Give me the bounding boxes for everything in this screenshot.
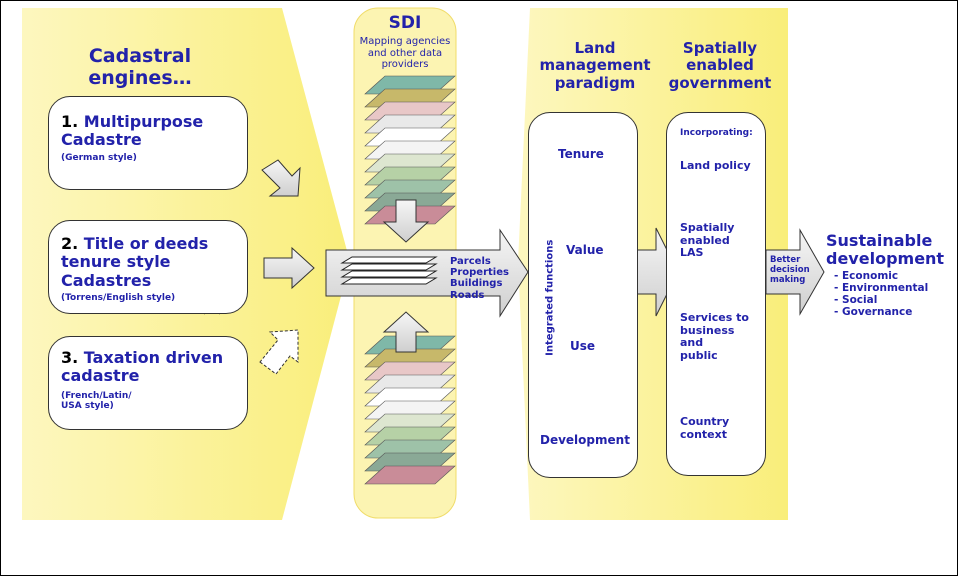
government-box bbox=[666, 112, 766, 476]
engines-title: Cadastral engines… bbox=[88, 45, 192, 89]
decision-label: Better decision making bbox=[770, 255, 810, 285]
engine-3-sub: (French/Latin/ USA style) bbox=[61, 391, 132, 412]
engine-1-sub: (German style) bbox=[61, 153, 137, 163]
engine-1-name: 1. Multipurpose Cadastre bbox=[61, 112, 204, 150]
engine-2-name: 2. Title or deeds tenure style Cadastres bbox=[61, 234, 209, 290]
engine1-arrow bbox=[261, 159, 301, 197]
engine-1-box: 1. Multipurpose Cadastre (German style) bbox=[48, 96, 248, 190]
engine3-arrow-dashed bbox=[259, 329, 299, 375]
gov-land-policy: Land policy bbox=[680, 159, 751, 172]
government-title: Spatially enabled government bbox=[668, 39, 772, 92]
function-tenure: Tenure bbox=[558, 147, 604, 161]
paradigm-box bbox=[528, 112, 638, 478]
layer-labels: Parcels Properties Buildings Roads bbox=[450, 256, 509, 301]
function-development: Development bbox=[540, 433, 630, 447]
sdi-title: SDI bbox=[388, 13, 422, 33]
gov-spatially-enabled-las: Spatially enabled LAS bbox=[680, 221, 735, 260]
engine-2-sub: (Torrens/English style) bbox=[61, 293, 176, 303]
function-use: Use bbox=[570, 339, 596, 353]
engine-2-box: 2. Title or deeds tenure style Cadastres… bbox=[48, 220, 248, 314]
sdi-subtitle: Mapping agencies and other data provider… bbox=[359, 36, 451, 70]
engine-3-name: 3. Taxation driven cadastre bbox=[61, 348, 224, 386]
paradigm-title: Land management paradigm bbox=[539, 39, 651, 92]
sustainable-title: Sustainable development bbox=[826, 231, 945, 268]
sdi-map-layers-bottom bbox=[364, 335, 456, 485]
engine-3-box: 3. Taxation driven cadastre (French/Lati… bbox=[48, 336, 248, 430]
gov-services: Services to business and public bbox=[680, 311, 749, 362]
integrated-functions-label: Integrated functions bbox=[544, 239, 556, 356]
function-value: Value bbox=[566, 243, 604, 257]
sustainable-items: - Economic - Environmental - Social - Go… bbox=[834, 270, 929, 319]
sdi-up-arrow bbox=[382, 311, 430, 353]
gov-country-context: Country context bbox=[680, 415, 730, 441]
sdi-down-arrow bbox=[382, 199, 430, 243]
parcel-layers-icon bbox=[340, 256, 438, 285]
gov-incorporating: Incorporating: bbox=[680, 128, 753, 138]
decision-arrow bbox=[765, 228, 825, 316]
engine2-arrow bbox=[263, 246, 315, 290]
